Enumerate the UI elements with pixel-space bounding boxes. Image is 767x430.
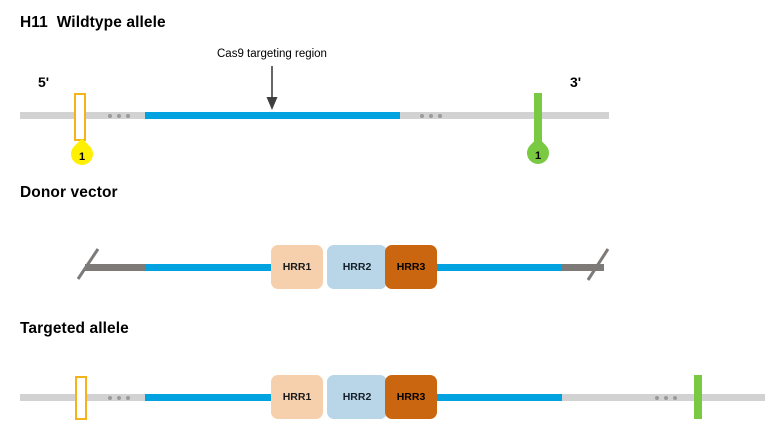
targeted-hrr2-label: HRR2 <box>342 391 372 403</box>
wildtype-exon-pin: 1 <box>66 138 98 170</box>
targeted-green-marker <box>694 375 702 419</box>
donor-left-vector-arm <box>85 264 147 271</box>
donor-right-homology-arm <box>435 264 565 271</box>
targeted-hrr3-box: HRR3 <box>385 375 437 419</box>
targeted-right-ellipsis <box>655 396 677 400</box>
donor-hrr2-box: HRR2 <box>327 245 387 289</box>
targeted-right-homology <box>435 394 565 401</box>
pin-number: 1 <box>78 151 86 163</box>
wildtype-blue-region <box>145 112 400 119</box>
targeted-hrr3-label: HRR3 <box>396 391 426 403</box>
wildtype-left-ellipsis <box>108 114 130 118</box>
targeted-exon-box <box>75 376 87 420</box>
wildtype-green-marker <box>534 93 542 143</box>
wildtype-allele-title: H11 Wildtype allele <box>20 14 166 31</box>
donor-hrr3-box: HRR3 <box>385 245 437 289</box>
donor-hrr1-box: HRR1 <box>271 245 323 289</box>
cas9-arrow-icon <box>266 66 278 110</box>
targeted-left-homology <box>145 394 275 401</box>
targeted-hrr2-box: HRR2 <box>327 375 387 419</box>
donor-vector-title: Donor vector <box>20 184 118 201</box>
three-prime-label: 3' <box>570 74 582 90</box>
five-prime-label: 5' <box>38 74 50 90</box>
wildtype-exon-box <box>74 93 86 141</box>
targeted-allele-title: Targeted allele <box>20 320 129 337</box>
donor-right-vector-arm <box>562 264 604 271</box>
wildtype-green-pin: 1 <box>522 137 554 169</box>
cas9-targeting-region-label: Cas9 targeting region <box>217 48 327 60</box>
donor-hrr3-label: HRR3 <box>396 261 426 273</box>
targeted-hrr1-box: HRR1 <box>271 375 323 419</box>
targeted-left-ellipsis <box>108 396 130 400</box>
donor-left-homology-arm <box>145 264 275 271</box>
targeted-right-backbone <box>562 394 765 401</box>
targeted-hrr1-label: HRR1 <box>282 391 312 403</box>
donor-hrr2-label: HRR2 <box>342 261 372 273</box>
wildtype-right-ellipsis <box>420 114 442 118</box>
donor-hrr1-label: HRR1 <box>282 261 312 273</box>
pin-number: 1 <box>534 150 542 162</box>
